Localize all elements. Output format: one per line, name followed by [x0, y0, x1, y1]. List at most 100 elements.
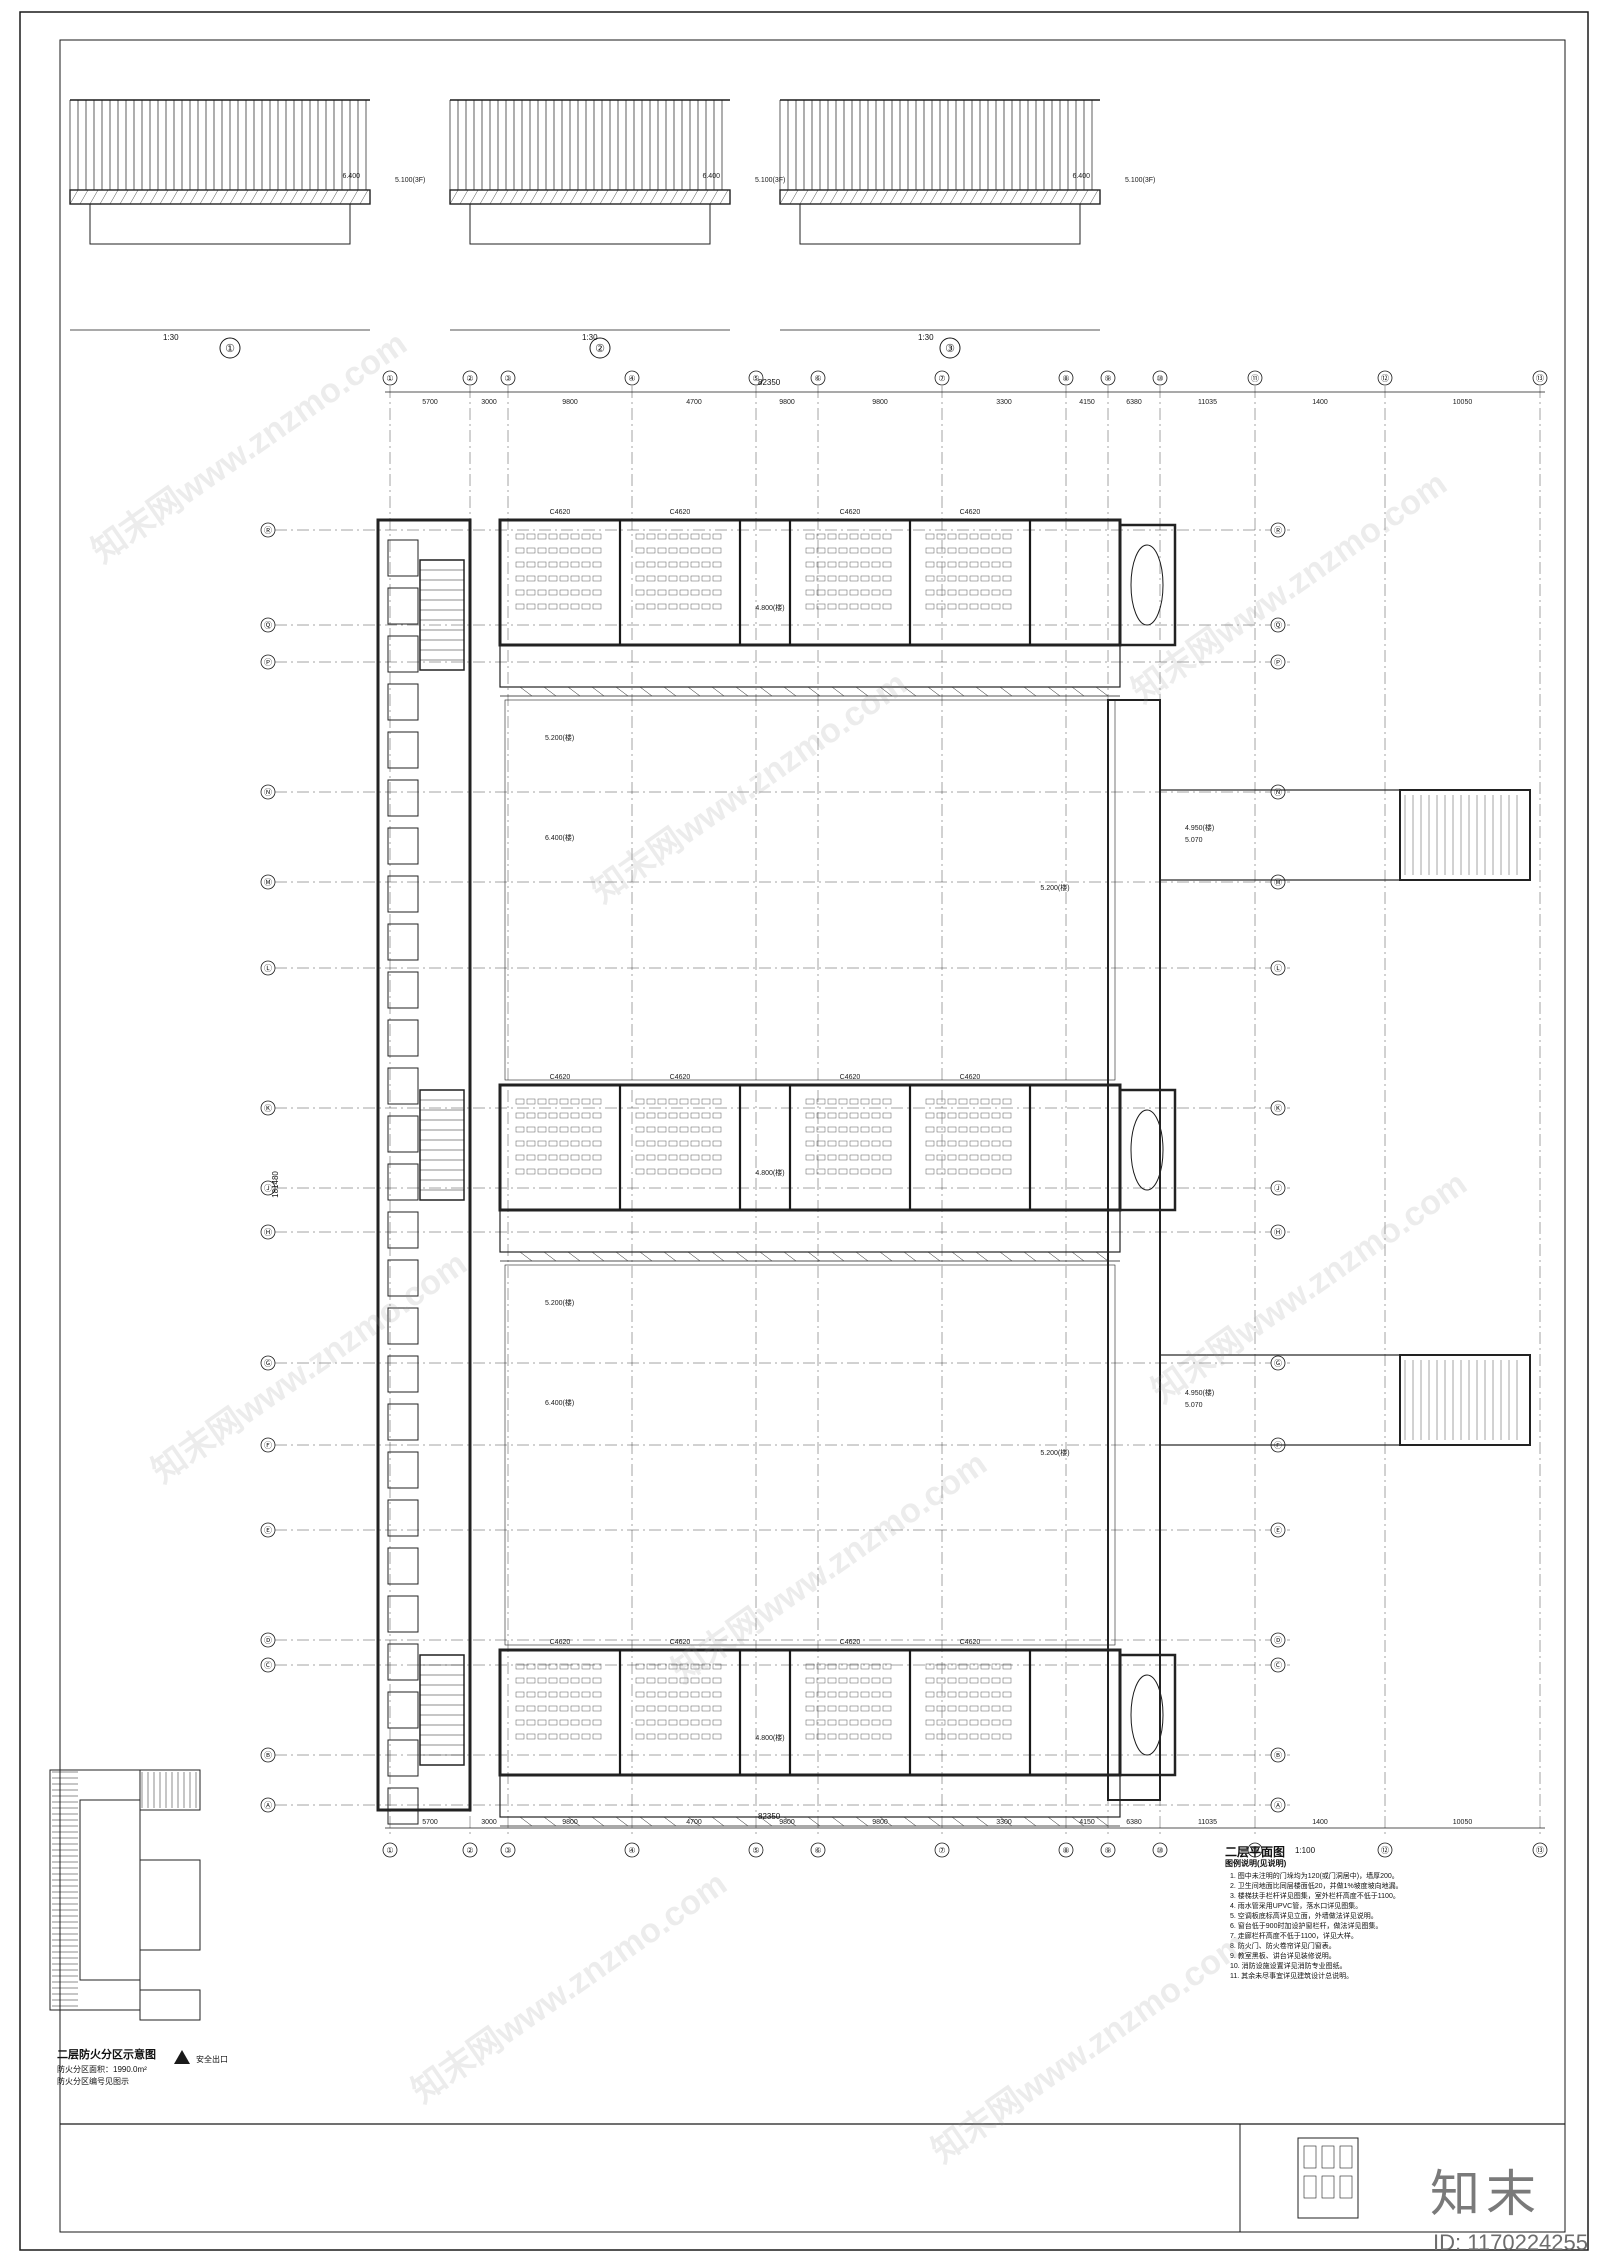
student-desk: [838, 1719, 848, 1726]
slab-hatch: [679, 189, 689, 205]
slab-hatch: [959, 189, 969, 205]
section-scale: 1:30: [582, 333, 598, 342]
slab-hatch: [969, 189, 979, 205]
grid-bubble-column-bottom: [1532, 1842, 1548, 1858]
balcony-hatch: [687, 1251, 701, 1262]
student-desk: [668, 547, 678, 554]
dimension-text: 10050: [1453, 399, 1473, 406]
student-desk: [668, 589, 678, 596]
toilet-cubicle: [387, 875, 419, 913]
student-desk: [947, 1719, 957, 1726]
toilet-cubicle: [387, 779, 419, 817]
student-desk: [515, 1098, 525, 1105]
student-desk: [827, 1154, 837, 1161]
student-desk: [849, 1663, 859, 1670]
student-desk: [701, 589, 711, 596]
student-desk: [882, 561, 892, 568]
student-desk: [559, 1098, 569, 1105]
student-desk: [969, 1126, 979, 1133]
student-desk: [816, 575, 826, 582]
student-desk: [969, 1168, 979, 1175]
stair-core: [419, 1089, 465, 1201]
student-desk: [526, 1154, 536, 1161]
balcony-hatch: [711, 686, 725, 697]
grid-bubble-row-left: [260, 1224, 276, 1240]
student-desk: [515, 1719, 525, 1726]
slab-hatch: [689, 189, 699, 205]
student-desk: [592, 1677, 602, 1684]
student-desk: [581, 1677, 591, 1684]
student-desk: [969, 1140, 979, 1147]
grid-label-column-bottom: ⑦: [938, 1846, 945, 1855]
balcony-hatch: [1023, 1816, 1037, 1827]
student-desk: [515, 547, 525, 554]
student-desk: [849, 575, 859, 582]
section-bubble: [219, 337, 241, 359]
student-desk: [947, 575, 957, 582]
grid-label-column-top: ④: [628, 374, 635, 383]
stair-well: [1130, 1674, 1164, 1756]
grid-label-row-left: Ⓙ: [264, 1184, 272, 1193]
balcony-hatch: [975, 686, 989, 697]
slab-hatch: [219, 189, 229, 205]
dimension-text: 3300: [996, 1819, 1012, 1826]
student-desk: [980, 1126, 990, 1133]
student-desk: [860, 1140, 870, 1147]
balcony-hatch: [951, 686, 965, 697]
grid-label-column-top: ⑬: [1536, 374, 1544, 383]
slab-hatch: [449, 189, 459, 205]
site-key-building: [1321, 2175, 1335, 2199]
student-desk: [805, 1140, 815, 1147]
student-desk: [570, 547, 580, 554]
student-desk: [581, 1126, 591, 1133]
student-desk: [827, 1098, 837, 1105]
dimension-text: 6380: [1126, 399, 1142, 406]
student-desk: [805, 561, 815, 568]
grid-bubble-row-right: [1270, 1747, 1286, 1763]
student-desk: [860, 547, 870, 554]
student-desk: [701, 1154, 711, 1161]
student-desk: [592, 1126, 602, 1133]
student-desk: [635, 1705, 645, 1712]
student-desk: [646, 1663, 656, 1670]
student-desk: [991, 1154, 1001, 1161]
balcony-hatch: [759, 1816, 773, 1827]
grid-label-row-left: Ⓟ: [264, 658, 272, 667]
student-desk: [668, 1691, 678, 1698]
window-tag: C4620: [670, 1074, 691, 1081]
balcony-hatch: [759, 686, 773, 697]
slab-section: [779, 189, 1101, 205]
courtyard: [504, 1264, 1116, 1646]
student-desk: [849, 547, 859, 554]
slab-hatch: [239, 189, 249, 205]
grid-label-row-left: Ⓔ: [264, 1526, 272, 1535]
student-desk: [635, 1098, 645, 1105]
student-desk: [592, 1168, 602, 1175]
grid-label-column-top: ⑨: [1104, 374, 1111, 383]
student-desk: [701, 575, 711, 582]
student-desk: [871, 547, 881, 554]
student-desk: [581, 1112, 591, 1119]
student-desk: [947, 1691, 957, 1698]
student-desk: [991, 1705, 1001, 1712]
balcony-hatch: [615, 686, 629, 697]
student-desk: [690, 1705, 700, 1712]
student-desk: [980, 547, 990, 554]
grid-label-column-top: ⑪: [1251, 374, 1259, 383]
student-desk: [657, 1126, 667, 1133]
student-desk: [882, 1733, 892, 1740]
fire-zone-title: 二层防火分区示意图: [57, 2049, 156, 2061]
student-desk: [958, 1705, 968, 1712]
student-desk: [526, 1705, 536, 1712]
grid-label-row-left: Ⓗ: [264, 1228, 272, 1237]
grid-label-column-bottom: ④: [628, 1846, 635, 1855]
grid-bubble-column-top: [462, 370, 478, 386]
student-desk: [1002, 1140, 1012, 1147]
grid-bubble-row-right: [1270, 960, 1286, 976]
fire-zone-outline: [139, 1859, 201, 1951]
student-desk: [860, 1168, 870, 1175]
window-tag: C4620: [670, 509, 691, 516]
bridge-landing: [1399, 789, 1531, 881]
slab-hatch: [649, 189, 659, 205]
student-desk: [559, 1112, 569, 1119]
